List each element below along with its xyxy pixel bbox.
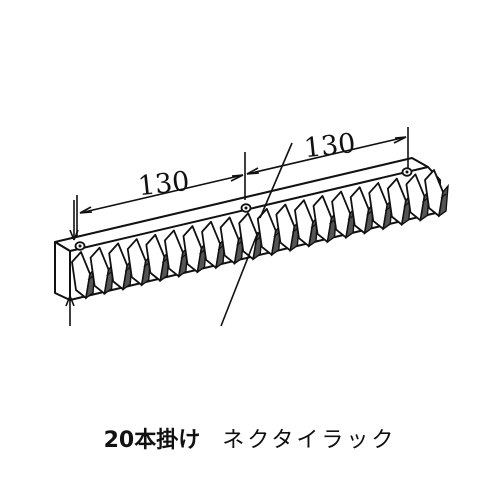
screw-hole-center: [244, 206, 248, 210]
height-arrow-lower-head: [65, 295, 75, 307]
dimension-line-right: [246, 136, 407, 175]
arrowhead-center-left: [230, 174, 244, 182]
screw-holes: [74, 167, 413, 251]
arrowhead-right: [393, 136, 407, 144]
tie-hook: [349, 186, 375, 235]
arrowhead-left: [79, 206, 93, 214]
dimension-lines: [65, 127, 409, 327]
product-caption: 20本掛けネクタイラック: [0, 422, 500, 454]
board-front-face: [54, 241, 71, 301]
tie-hook: [89, 246, 115, 296]
dimension-line-left: [79, 174, 244, 214]
tie-hook: [424, 169, 449, 218]
tie-hook: [219, 216, 245, 266]
tie-hook: [405, 173, 431, 222]
dimension-label-left: 130: [136, 166, 191, 202]
dimension-label-right: 130: [302, 128, 357, 164]
hook-count-label: 20本掛け: [103, 428, 201, 453]
leader-line-upper: [259, 142, 293, 219]
screw-hole-center: [78, 244, 82, 248]
leader-line-lower: [220, 231, 259, 327]
screw-hole-center: [405, 170, 409, 174]
arrowhead-center-right: [246, 167, 260, 175]
height-arrow-upper-head: [69, 229, 79, 241]
product-name: ネクタイラック: [222, 428, 397, 453]
hook-row: [71, 169, 449, 300]
